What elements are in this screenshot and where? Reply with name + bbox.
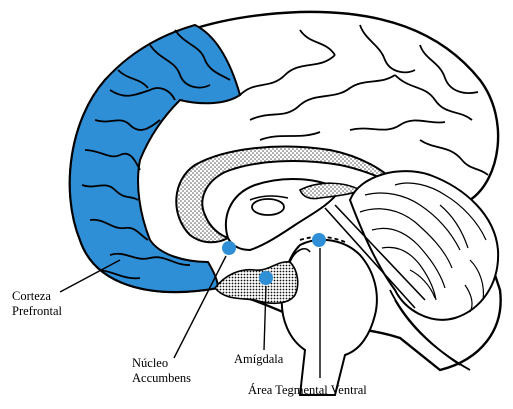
brainstem [282, 240, 377, 395]
amygdala-label-text: Amígdala [234, 352, 283, 367]
amygdala-marker [259, 271, 273, 285]
thalamus-nucleus [252, 199, 284, 215]
prefrontal-label-line2: Prefrontal [12, 304, 62, 319]
vta-label: Área Tegmental Ventral [248, 383, 367, 398]
vta-marker [312, 233, 326, 247]
nucleus-label-line2: Accumbens [132, 371, 191, 386]
amygdala-label: Amígdala [234, 352, 283, 367]
prefrontal-label-line1: Corteza [12, 289, 62, 304]
prefrontal-cortex-label: Corteza Prefrontal [12, 289, 62, 319]
vta-label-text: Área Tegmental Ventral [248, 383, 367, 398]
nucleus-accumbens-marker [222, 241, 236, 255]
nucleus-label-line1: Núcleo [132, 356, 191, 371]
nucleus-accumbens-label: Núcleo Accumbens [132, 356, 191, 386]
